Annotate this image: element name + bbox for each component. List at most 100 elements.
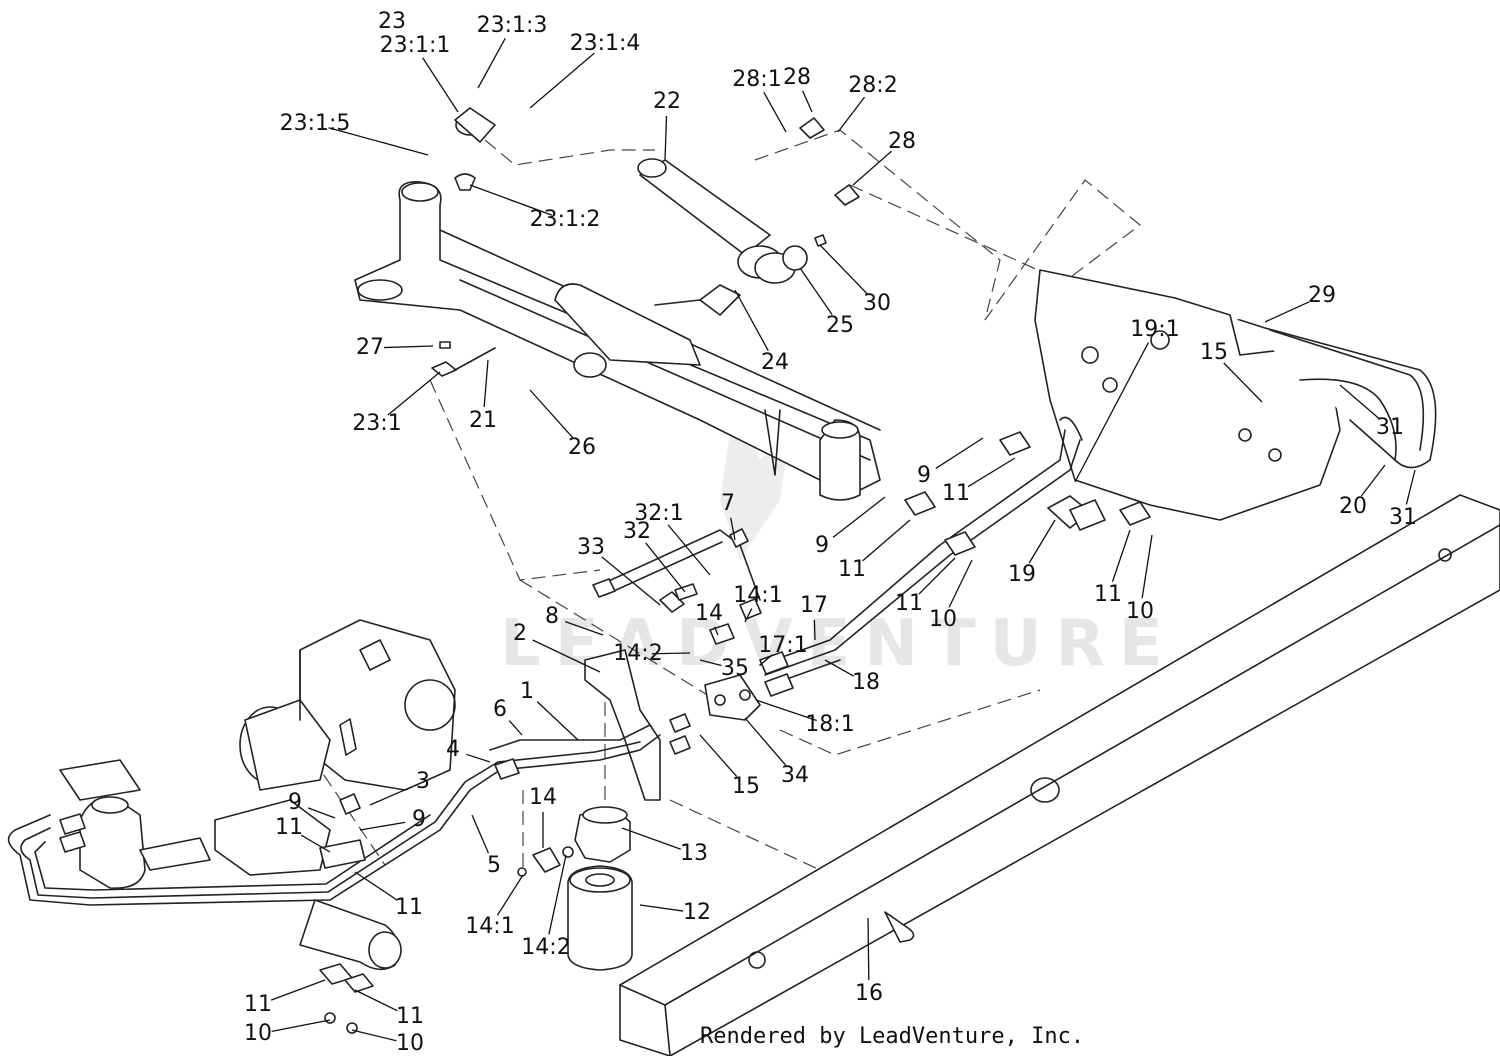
leader-line (536, 701, 579, 741)
part-callout: 10 (244, 1021, 272, 1046)
part-callout: 14 (529, 785, 557, 810)
leader-line (744, 608, 753, 623)
main-frame-rail (619, 494, 1500, 1056)
part-callout: 34 (781, 763, 809, 788)
leader-line (532, 639, 601, 673)
leader-line (601, 556, 661, 606)
leader-line (369, 786, 411, 806)
part-callout: 8 (545, 604, 559, 629)
leader-line (471, 814, 490, 854)
leader-line (755, 699, 817, 722)
part-callout: 10 (929, 607, 957, 632)
leader-line (328, 127, 429, 156)
part-callout: 4 (446, 737, 460, 762)
oil-filter-assembly (517, 806, 633, 971)
leader-line (824, 659, 855, 677)
part-callout: 28 (888, 129, 916, 154)
leader-line (422, 57, 459, 113)
leader-line (1405, 469, 1416, 505)
part-callout: 32:1 (634, 501, 683, 526)
part-callout: 23:1 (352, 411, 401, 436)
leader-line (918, 557, 956, 595)
part-callout: 28:2 (848, 73, 897, 98)
part-callout: 17:1 (758, 633, 807, 658)
leader-line (862, 519, 911, 562)
leader-line (477, 37, 506, 89)
steering-control-valve (59, 796, 146, 889)
part-callout: 23:1:5 (280, 111, 351, 136)
part-callout: 22 (653, 89, 681, 114)
leader-line (564, 621, 604, 636)
part-callout: 33 (577, 535, 605, 560)
leader-line (967, 457, 1016, 488)
part-callout: 35 (721, 656, 749, 681)
leader-line (270, 979, 326, 1001)
leader-line (1141, 534, 1153, 599)
leader-line (383, 345, 434, 349)
leader-line (837, 96, 866, 133)
leader-line (483, 359, 489, 408)
leader-line (300, 834, 331, 853)
part-callout: 9 (815, 533, 829, 558)
leader-lines (270, 37, 1416, 1042)
part-callout: 19 (1008, 562, 1036, 587)
leader-line (271, 1019, 331, 1032)
leader-line (359, 821, 406, 831)
leader-line (759, 654, 773, 666)
part-callout: 23:1:3 (477, 13, 548, 38)
part-callout: 30 (863, 291, 891, 316)
part-callout: 11 (895, 591, 923, 616)
part-callout: 32 (623, 519, 651, 544)
leader-line (1028, 519, 1056, 564)
leader-line (529, 52, 595, 109)
part-callout: 11 (396, 1004, 424, 1029)
leader-line (548, 854, 567, 935)
leader-line (529, 389, 574, 439)
leader-line (813, 619, 816, 641)
leader-line (351, 1029, 397, 1042)
part-callout: 14:1 (465, 914, 514, 939)
leader-line (651, 652, 691, 655)
leader-line (1111, 529, 1131, 582)
leader-line (469, 184, 553, 216)
rear-frame-plate (1034, 269, 1437, 521)
leader-line (1074, 342, 1150, 483)
leader-line (802, 90, 813, 113)
part-callout: 14 (695, 601, 723, 626)
part-callout: 26 (568, 435, 596, 460)
leader-line (819, 244, 868, 295)
part-callout: 14:2 (613, 641, 662, 666)
leader-line (645, 542, 686, 593)
part-callout: 12 (683, 900, 711, 925)
hydraulic-tubes-lower (7, 724, 661, 906)
part-callout: 6 (493, 697, 507, 722)
part-callout: 17 (800, 593, 828, 618)
part-callout: 14:2 (521, 935, 570, 960)
part-callout: 11 (275, 815, 303, 840)
hydrostatic-pump (239, 619, 456, 791)
part-callout: 7 (721, 491, 735, 516)
part-callout: 19:1 (1130, 317, 1179, 342)
part-callout: 14:1 (733, 583, 782, 608)
leader-line (730, 517, 736, 541)
leader-line (744, 717, 787, 766)
leader-line (713, 626, 719, 636)
part-callout: 23:1:4 (570, 31, 641, 56)
leader-line (948, 559, 973, 608)
leader-line (1339, 384, 1380, 420)
leader-line (935, 437, 984, 469)
part-callout: 18 (852, 670, 880, 695)
leader-line (466, 753, 491, 763)
leader-line (799, 267, 833, 315)
part-callout: 11 (942, 481, 970, 506)
part-callout: 11 (1094, 582, 1122, 607)
part-callout: 21 (469, 408, 497, 433)
render-credit: Rendered by LeadVenture, Inc. (700, 1024, 1084, 1049)
part-callout: 25 (826, 313, 854, 338)
leader-line (1360, 464, 1386, 497)
part-callout: 15 (732, 774, 760, 799)
part-callout: 9 (412, 807, 426, 832)
part-callout: 11 (395, 895, 423, 920)
